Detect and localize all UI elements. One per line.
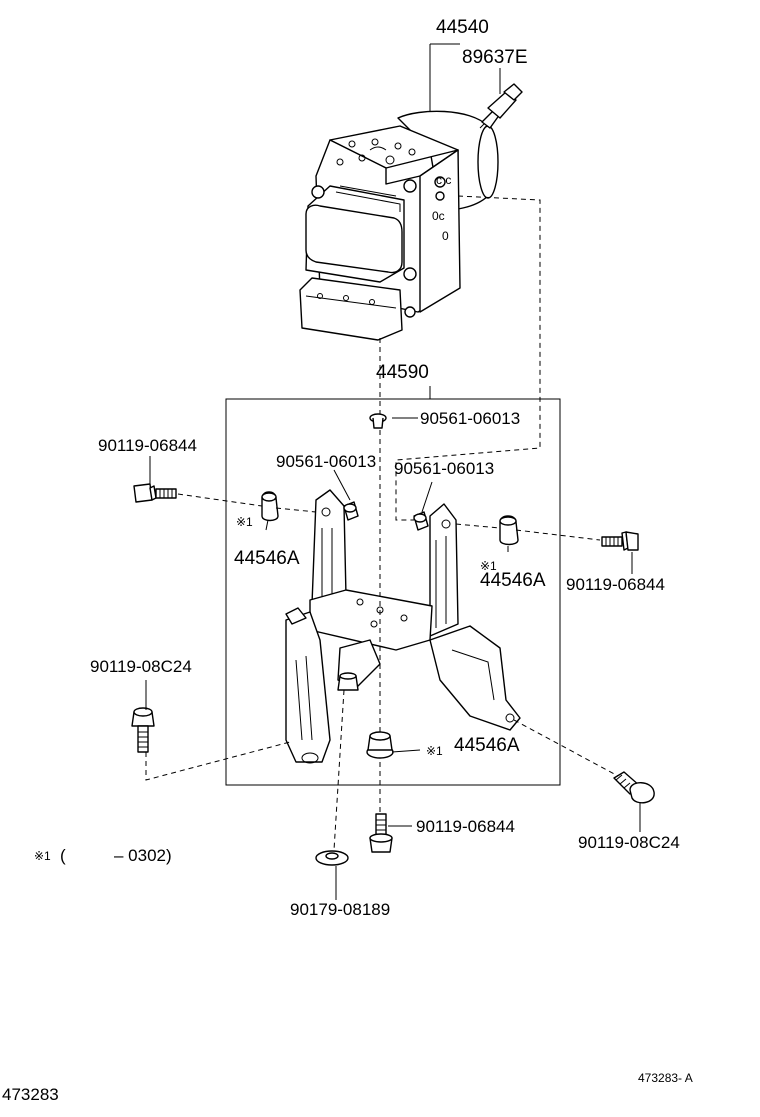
page-id: 473283 xyxy=(2,1085,59,1104)
bolt-lower-right-part xyxy=(613,771,655,804)
label-bolt-lower-right: 90119-08C24 xyxy=(578,833,680,852)
abs-actuator-assembly: 0c 0 c c xyxy=(299,110,499,341)
sensor-part xyxy=(479,83,523,129)
retainer-top-part xyxy=(369,413,387,429)
bolt-upper-left-part xyxy=(133,483,177,503)
svg-text:0c: 0c xyxy=(432,209,445,223)
label-bolt-lower-left: 90119-08C24 xyxy=(90,657,192,676)
label-actuator: 44540 xyxy=(436,17,489,38)
svg-text:c c: c c xyxy=(436,173,451,187)
mark-bottom: ※1 xyxy=(426,744,443,758)
bolt-lower-left-part xyxy=(131,707,155,753)
part-labels: 44540 89637E 44590 90561-06013 90561-060… xyxy=(90,17,680,919)
bolt-upper-right-part xyxy=(601,531,639,551)
mark-left: ※1 xyxy=(236,515,253,529)
mark-right: ※1 xyxy=(480,559,497,573)
label-cushion-left: 44546A xyxy=(234,548,300,569)
label-retainer-left: 90561-06013 xyxy=(276,452,376,471)
retainer-left-part xyxy=(343,501,359,521)
label-washer-bottom: 90179-08189 xyxy=(290,900,390,919)
label-cushion-right: 44546A xyxy=(480,570,546,591)
label-sensor: 89637E xyxy=(462,47,528,68)
note-mark: ※1 xyxy=(34,849,51,863)
washer-bottom-part xyxy=(315,850,349,866)
retainer-right-part xyxy=(413,511,429,531)
svg-text:0: 0 xyxy=(442,229,449,243)
label-retainer-top: 90561-06013 xyxy=(420,409,520,428)
label-bolt-upper-left: 90119-06844 xyxy=(98,436,197,455)
footnote: ※1 ( – 0302) xyxy=(34,846,172,865)
note-code: – 0302) xyxy=(114,846,172,865)
label-bolt-bottom: 90119-06844 xyxy=(416,817,515,836)
label-retainer-right: 90561-06013 xyxy=(394,459,494,478)
stud-part xyxy=(337,672,359,691)
cushion-left-part xyxy=(261,491,279,522)
label-cushion-bottom: 44546A xyxy=(454,735,520,756)
assembly-lines xyxy=(145,195,619,851)
leader-lines xyxy=(145,43,641,900)
label-bracket: 44590 xyxy=(376,362,429,383)
cushion-right-part xyxy=(499,515,519,546)
bolt-bottom-part xyxy=(369,813,393,853)
cushion-bottom-part xyxy=(366,731,394,759)
image-reference: 473283- A xyxy=(638,1071,693,1085)
label-bolt-upper-right: 90119-06844 xyxy=(566,575,665,594)
note-open-paren: ( xyxy=(60,846,66,865)
footer: 473283- A 473283 xyxy=(2,1071,693,1104)
bracket-frame xyxy=(225,398,561,786)
